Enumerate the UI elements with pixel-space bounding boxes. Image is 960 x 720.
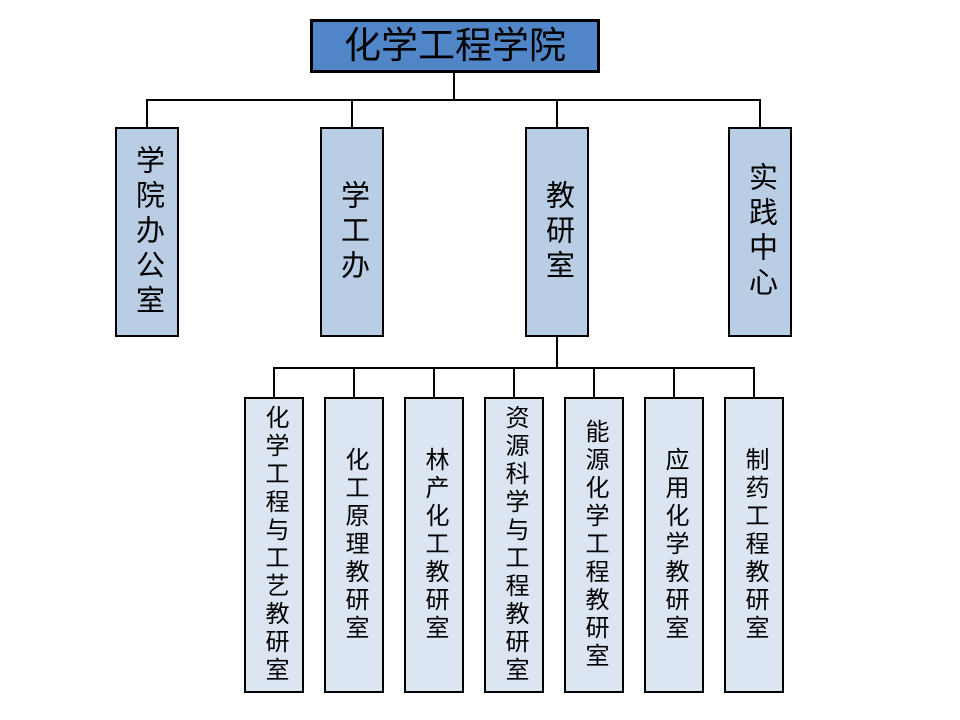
connector-drop-applied-chem — [673, 367, 675, 397]
org-node-applied-chemistry: 应用化学教研室 — [644, 397, 704, 693]
connector-drop-chem-principles — [353, 367, 355, 397]
connector-drop-resource-science — [513, 367, 515, 397]
org-node-energy-chemical-engineering: 能源化学工程教研室 — [564, 397, 624, 693]
org-node-forest-products-chemistry: 林产化工教研室 — [404, 397, 464, 693]
org-node-chemical-engineering-and-technology-label: 化学工程与工艺教研室 — [261, 405, 287, 685]
connector-drop-student-affairs — [351, 99, 353, 127]
org-node-applied-chemistry-label: 应用化学教研室 — [661, 447, 687, 643]
org-node-chemical-engineering-principles: 化工原理教研室 — [324, 397, 384, 693]
connector-drop-practice-center — [759, 99, 761, 127]
org-node-chemical-engineering-and-technology: 化学工程与工艺教研室 — [244, 397, 304, 693]
connector-level2-bus — [146, 99, 761, 101]
org-node-teaching-research-offices-label: 教研室 — [541, 179, 574, 285]
connector-drop-energy-chem — [593, 367, 595, 397]
org-node-college-office: 学院办公室 — [115, 127, 179, 337]
connector-drop-forest-products — [433, 367, 435, 397]
org-node-practice-center-label: 实践中心 — [744, 162, 777, 302]
connector-drop-teaching-research — [556, 99, 558, 127]
org-node-pharmaceutical-engineering: 制药工程教研室 — [724, 397, 784, 693]
org-node-pharmaceutical-engineering-label: 制药工程教研室 — [741, 447, 767, 643]
org-node-teaching-research-offices: 教研室 — [525, 127, 589, 337]
org-node-chemical-engineering-principles-label: 化工原理教研室 — [341, 447, 367, 643]
connector-teaching-research-stem — [556, 337, 558, 369]
org-node-root: 化学工程学院 — [310, 19, 600, 73]
org-node-forest-products-chemistry-label: 林产化工教研室 — [421, 447, 447, 643]
org-node-student-affairs-office-label: 学工办 — [336, 179, 369, 285]
org-node-resource-science-and-engineering: 资源科学与工程教研室 — [484, 397, 544, 693]
org-node-college-office-label: 学院办公室 — [131, 144, 164, 320]
org-node-root-label: 化学工程学院 — [344, 25, 566, 67]
connector-root-stem — [453, 72, 455, 101]
org-node-resource-science-and-engineering-label: 资源科学与工程教研室 — [501, 405, 527, 685]
connector-drop-college-office — [146, 99, 148, 127]
org-node-practice-center: 实践中心 — [728, 127, 792, 337]
org-node-energy-chemical-engineering-label: 能源化学工程教研室 — [581, 419, 607, 671]
connector-drop-pharma-eng — [753, 367, 755, 397]
connector-drop-chem-eng-tech — [273, 367, 275, 397]
org-node-student-affairs-office: 学工办 — [320, 127, 384, 337]
